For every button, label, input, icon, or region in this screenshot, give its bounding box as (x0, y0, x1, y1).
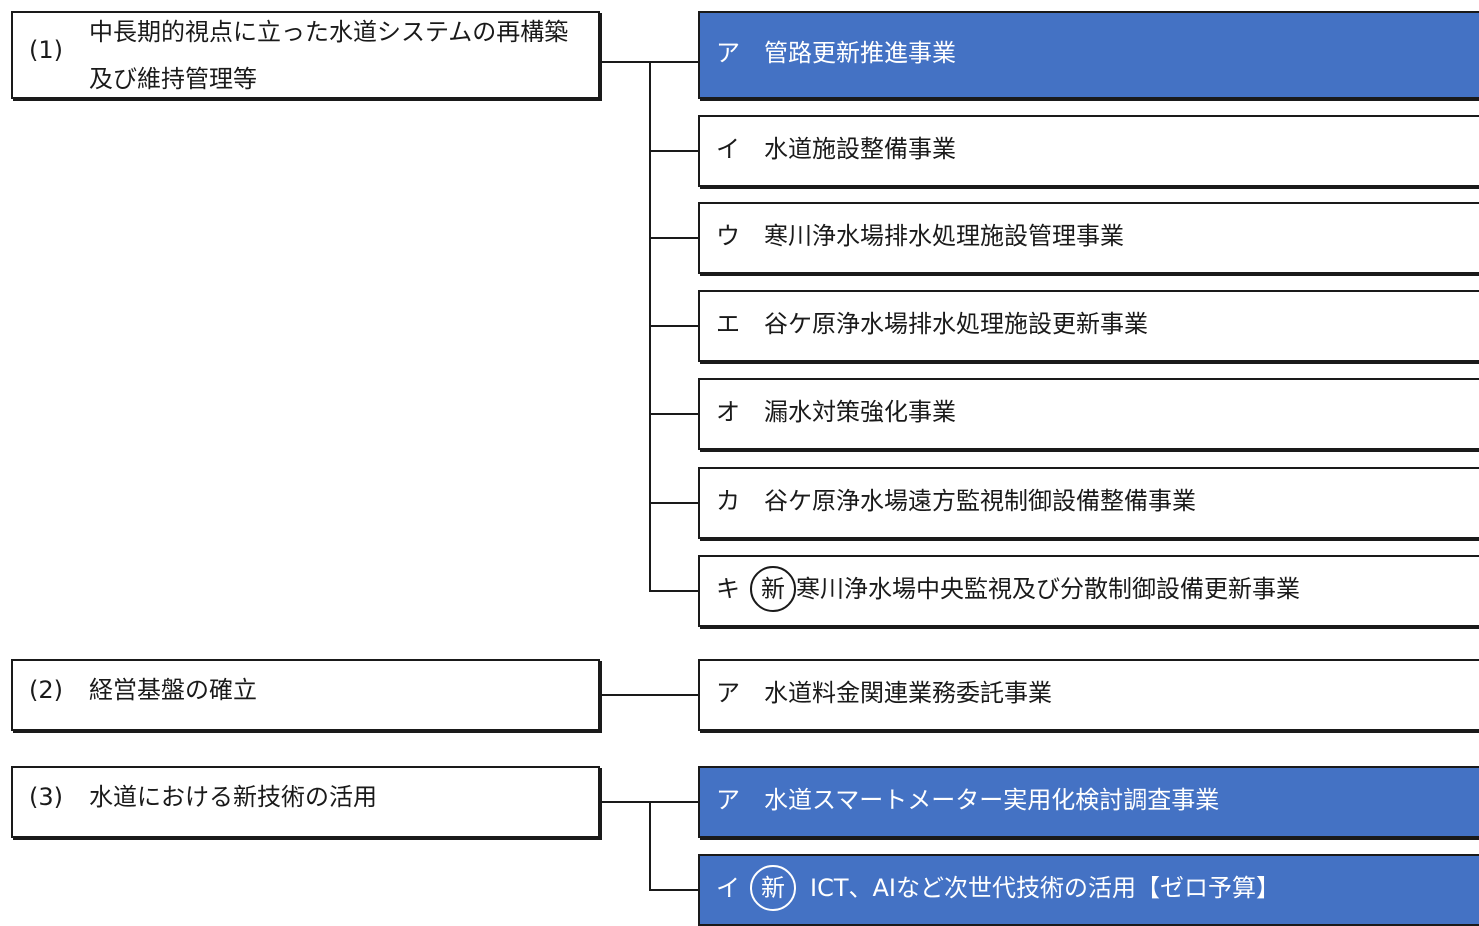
project-item: カ 谷ケ原浄水場遠方監視制御設備整備事業 (698, 467, 1479, 539)
project-item: ア 管路更新推進事業 (698, 11, 1479, 99)
category-title: 水道における新技術の活用 (89, 783, 377, 811)
category-number: (1) (29, 36, 63, 64)
connector (600, 694, 698, 696)
item-mark: ア (716, 679, 740, 707)
item-title: ICT、AIなど次世代技術の活用【ゼロ予算】 (810, 874, 1280, 902)
project-item: イ 水道施設整備事業 (698, 115, 1479, 187)
connector (649, 801, 651, 891)
project-item: ア 水道料金関連業務委託事業 (698, 659, 1479, 731)
connector (649, 237, 698, 239)
item-title: 寒川浄水場排水処理施設管理事業 (764, 222, 1124, 250)
item-mark: キ (716, 575, 740, 603)
item-title: 水道料金関連業務委託事業 (764, 679, 1052, 707)
new-badge-icon: 新 (750, 566, 796, 612)
item-title: 漏水対策強化事業 (764, 398, 956, 426)
category-box-3: (3) 水道における新技術の活用 (11, 766, 600, 838)
item-mark: オ (716, 398, 740, 426)
item-mark: ア (716, 39, 740, 67)
connector (649, 325, 698, 327)
project-item: ア 水道スマートメーター実用化検討調査事業 (698, 766, 1479, 838)
item-mark: イ (716, 135, 740, 163)
connector (649, 150, 698, 152)
project-item: エ 谷ケ原浄水場排水処理施設更新事業 (698, 290, 1479, 362)
item-mark: ア (716, 786, 740, 814)
category-box-1: (1) 中長期的視点に立った水道システムの再構築及び維持管理等 (11, 11, 600, 99)
connector (649, 413, 698, 415)
connector (649, 889, 698, 891)
category-number: (3) (29, 783, 63, 811)
item-title: 谷ケ原浄水場排水処理施設更新事業 (764, 310, 1148, 338)
item-title: 管路更新推進事業 (764, 39, 956, 67)
project-item: キ 新 寒川浄水場中央監視及び分散制御設備更新事業 (698, 555, 1479, 627)
project-item: オ 漏水対策強化事業 (698, 378, 1479, 450)
new-badge-icon: 新 (750, 865, 796, 911)
item-mark: カ (716, 487, 740, 515)
item-mark: エ (716, 310, 740, 338)
item-title: 谷ケ原浄水場遠方監視制御設備整備事業 (764, 487, 1196, 515)
category-box-2: (2) 経営基盤の確立 (11, 659, 600, 731)
category-title: 経営基盤の確立 (89, 676, 257, 704)
project-item: ウ 寒川浄水場排水処理施設管理事業 (698, 202, 1479, 274)
connector (649, 502, 698, 504)
item-title: 水道スマートメーター実用化検討調査事業 (764, 786, 1220, 814)
item-title: 水道施設整備事業 (764, 135, 956, 163)
project-item: イ 新 ICT、AIなど次世代技術の活用【ゼロ予算】 (698, 854, 1479, 926)
item-mark: ウ (716, 222, 740, 250)
category-number: (2) (29, 676, 63, 704)
connector (649, 590, 698, 592)
item-title: 寒川浄水場中央監視及び分散制御設備更新事業 (796, 575, 1300, 603)
item-mark: イ (716, 874, 740, 902)
category-title: 中長期的視点に立った水道システムの再構築及び維持管理等 (89, 18, 569, 93)
